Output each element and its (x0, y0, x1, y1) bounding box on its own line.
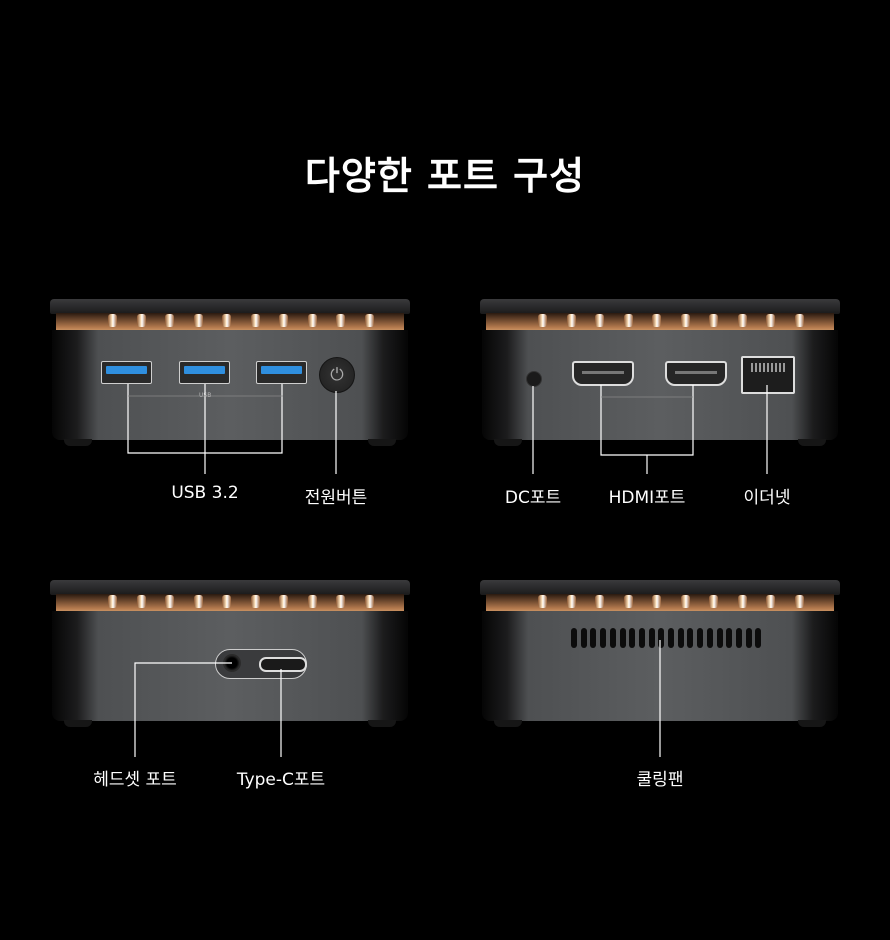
vent-slot (571, 628, 577, 648)
label-cooling-fan: 쿨링팬 (636, 770, 684, 790)
ethernet-port (741, 356, 795, 394)
heat-pin (623, 314, 633, 327)
heat-pin (364, 314, 374, 327)
vent-slot (629, 628, 636, 648)
heat-pin (652, 595, 661, 608)
device-foot (798, 720, 826, 727)
vent-slot (745, 628, 752, 648)
label-type-c-port: Type-C포트 (236, 770, 326, 790)
heat-pin (336, 595, 345, 608)
label-hdmi-port: HDMI포트 (608, 488, 686, 508)
vent-slot (658, 628, 665, 648)
label-dc-port: DC포트 (504, 488, 562, 508)
usb-port (101, 361, 152, 384)
vent-slot (726, 628, 733, 648)
hdmi-port (572, 361, 634, 386)
heat-pin (623, 595, 633, 608)
heat-pin (595, 314, 604, 327)
heat-pin (307, 314, 317, 327)
device-rear-view (480, 299, 840, 451)
device-lid (480, 580, 840, 595)
heat-pin (538, 595, 547, 608)
device-foot (494, 439, 522, 446)
heat-pin (136, 314, 146, 327)
heat-pin (794, 314, 804, 327)
vent-slot (668, 628, 674, 648)
heat-pin (279, 595, 288, 608)
vent-slot (609, 628, 616, 648)
heat-pin (766, 595, 775, 608)
heat-pin (108, 314, 117, 327)
callout-line (134, 662, 232, 757)
heat-pin (709, 314, 718, 327)
vent-slot (697, 628, 704, 648)
page-title: 다양한 포트 구성 (304, 154, 586, 198)
heat-pin (307, 595, 317, 608)
vent-slot (677, 628, 684, 648)
heat-pin (538, 314, 547, 327)
usb-port (179, 361, 230, 384)
heat-pin (709, 595, 718, 608)
heat-pin (737, 314, 747, 327)
label-usb: USB 3.2 (171, 483, 239, 503)
heat-pin (737, 595, 747, 608)
heat-pin (336, 314, 345, 327)
vent-slot (648, 628, 655, 648)
heat-pin (566, 595, 576, 608)
heat-pin (165, 314, 174, 327)
vent-slot (735, 628, 742, 648)
heat-pin (652, 314, 661, 327)
callout-line (600, 385, 694, 456)
device-lid (480, 299, 840, 314)
label-ethernet: 이더넷 (743, 488, 791, 508)
device-foot (368, 720, 396, 727)
label-headset-port: 헤드셋 포트 (93, 770, 177, 790)
heat-pin (193, 314, 203, 327)
heat-pin (566, 314, 576, 327)
device-foot (494, 720, 522, 727)
type-c-port (259, 657, 307, 672)
device-side-view (50, 580, 410, 732)
device-front-view: ⏻ USB (50, 299, 410, 451)
vent-slot (706, 628, 713, 648)
hdmi-port (665, 361, 727, 386)
vent-slot (619, 628, 626, 648)
vent-slot (600, 628, 607, 648)
vent-slot (580, 628, 587, 648)
heat-pin (193, 595, 203, 608)
heat-pin (680, 595, 690, 608)
usb-port (256, 361, 307, 384)
heat-pin (364, 595, 374, 608)
vent-slot (687, 628, 694, 648)
dc-port (526, 371, 542, 387)
label-power-button: 전원버튼 (304, 488, 368, 508)
device-lid (50, 580, 410, 595)
power-icon: ⏻ (319, 357, 355, 393)
heat-pin (108, 595, 117, 608)
vent-slot (716, 628, 723, 648)
heat-pin (136, 595, 146, 608)
heat-pin (165, 595, 174, 608)
heat-pin (680, 314, 690, 327)
device-lid (50, 299, 410, 314)
device-foot (368, 439, 396, 446)
vent-slot (590, 628, 597, 648)
heat-pin (595, 595, 604, 608)
device-foot (798, 439, 826, 446)
vent-slot (755, 628, 762, 648)
vent-slot (638, 628, 645, 648)
device-foot (64, 720, 92, 727)
device-foot (64, 439, 92, 446)
heat-pin (250, 314, 260, 327)
heat-pin (222, 595, 231, 608)
heat-pin (794, 595, 804, 608)
heat-pin (222, 314, 231, 327)
heat-pin (766, 314, 775, 327)
heat-pin (279, 314, 288, 327)
heat-pin (250, 595, 260, 608)
